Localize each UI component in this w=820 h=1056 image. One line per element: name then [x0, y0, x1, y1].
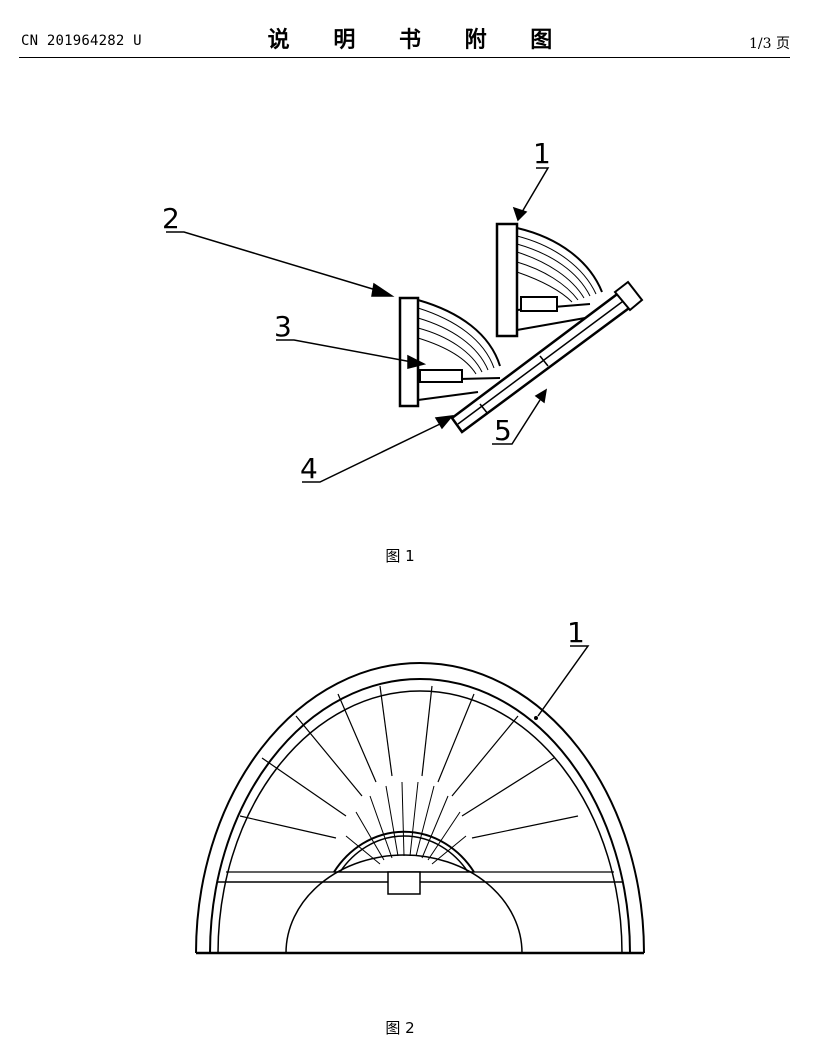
page-header: CN 201964282 U 说 明 书 附 图 1/3 页: [0, 0, 820, 60]
figure-2-drawing: [195, 645, 645, 955]
page-title: 说 明 书 附 图: [267, 28, 571, 53]
ref-label-4: 4: [300, 452, 318, 485]
lamp-unit-2: [398, 296, 501, 408]
ref-label-2: 2: [162, 202, 180, 235]
figure-1-caption: 图 1: [385, 547, 415, 565]
mounting-bar: [450, 280, 644, 434]
ref-label-1: 1: [533, 137, 551, 170]
ref-label-5: 5: [494, 414, 512, 447]
publication-number: CN 201964282 U: [21, 33, 142, 49]
ref-label-3: 3: [274, 310, 292, 343]
header-rule: [19, 57, 790, 58]
lamp-unit-1: [495, 222, 603, 338]
leader-lines: [166, 167, 550, 483]
fig2-ref-label-1: 1: [567, 616, 585, 649]
page-number: 1/3 页: [749, 36, 790, 52]
figure-2-caption: 图 2: [385, 1019, 415, 1037]
